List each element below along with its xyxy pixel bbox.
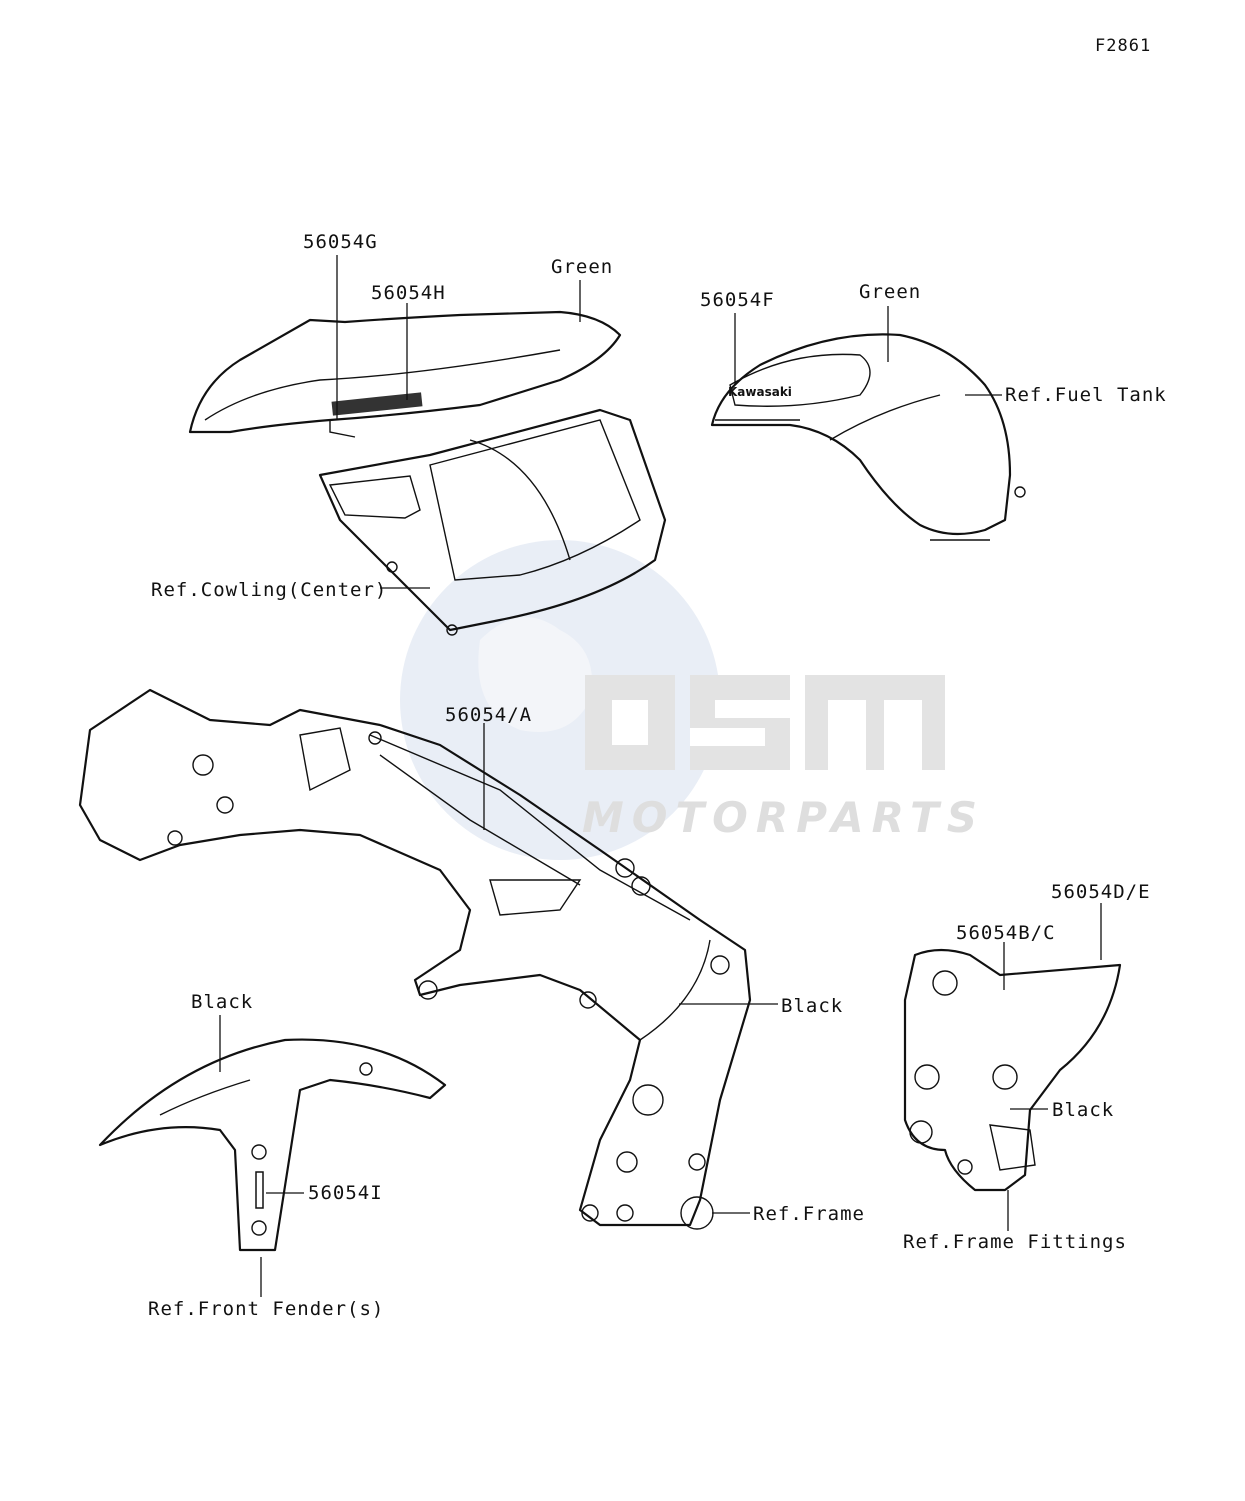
- frame-fittings-drawing: [903, 948, 1122, 1192]
- callout-56054g: 56054G: [303, 231, 378, 253]
- callout-ref-frame: Ref.Frame: [753, 1203, 865, 1225]
- upper-cowl-drawing: [188, 310, 667, 636]
- callout-green-tank: Green: [859, 281, 922, 303]
- callout-56054h: 56054H: [371, 282, 446, 304]
- callout-ref-cowling-center: Ref.Cowling(Center): [151, 579, 388, 601]
- front-fender-drawing: [98, 1038, 447, 1252]
- tank-logo-decal: Kawasaki: [728, 385, 792, 399]
- callout-56054i: 56054I: [308, 1182, 383, 1204]
- callout-ref-front-fender: Ref.Front Fender(s): [148, 1298, 385, 1320]
- callout-ref-fuel-tank: Ref.Fuel Tank: [1005, 384, 1167, 406]
- watermark-tagline: MOTORPARTS: [582, 793, 985, 842]
- callout-black-fender: Black: [191, 991, 254, 1013]
- callout-56054de: 56054D/E: [1051, 881, 1151, 903]
- callout-56054bc: 56054B/C: [956, 922, 1056, 944]
- callout-black-frame: Black: [781, 995, 844, 1017]
- callout-56054a: 56054/A: [445, 704, 533, 726]
- callout-black-fittings: Black: [1052, 1099, 1115, 1121]
- leader-lines: [219, 255, 1102, 1297]
- callout-56054f: 56054F: [700, 289, 775, 311]
- callout-ref-frame-fittings: Ref.Frame Fittings: [903, 1231, 1127, 1253]
- fuel-tank-drawing: Kawasaki: [710, 333, 1026, 541]
- frame-drawing: [78, 688, 752, 1230]
- callout-green-cowl: Green: [551, 256, 614, 278]
- figure-code: F2861: [1095, 36, 1152, 56]
